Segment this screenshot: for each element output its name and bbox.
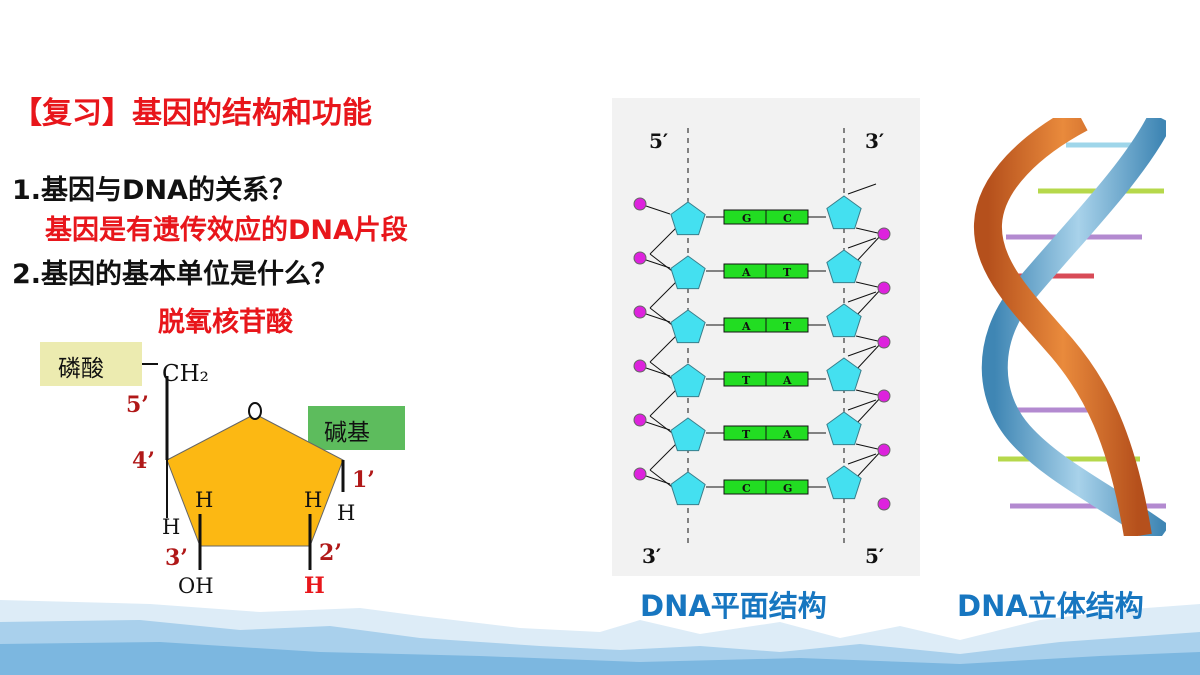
deoxyribose-left [670,201,706,236]
backbone-link-right [855,233,883,263]
phosphate-bond-right [847,237,877,249]
backbone-link-left [649,443,677,471]
dna-3d-caption: DNA立体结构 [957,589,1144,623]
deoxyribose-left [670,255,706,290]
phosphate-left [633,251,647,265]
phosphate-right [877,389,891,403]
phosphate-right [877,497,891,511]
base-right-label: A [782,374,792,387]
backbone-link-left [649,389,677,417]
h-label-c2-up: H [304,488,322,512]
phosphate-left [633,413,647,427]
phosphate-right [877,281,891,295]
phosphate-label: 磷酸 [58,356,104,382]
phosphate-left [633,359,647,373]
h-label-c3-up: H [195,488,213,512]
backbone-link-right [855,395,883,425]
dna-plane-caption: DNA平面结构 [640,589,827,623]
deoxyribose-left [670,363,706,398]
base-right-label: T [783,266,792,279]
deoxyribose-left [670,417,706,452]
top-right-end: 3′ [865,129,884,153]
base-left-label: A [741,266,751,279]
deoxyribose-pentagon [166,413,344,547]
carbon-4-label: 4’ [132,448,155,474]
top-left-end: 5′ [649,129,668,153]
backbone-link-left [649,227,677,255]
bottom-left-end: 3′ [642,544,661,568]
deoxyribose-right [826,303,862,338]
deoxyribose-left [670,309,706,344]
deoxyribose-right [826,249,862,284]
phosphate-left [633,467,647,481]
phosphate-bond-right [847,291,877,303]
phosphate-right [877,443,891,457]
base-label: 碱基 [324,420,370,446]
phosphate-right [877,227,891,241]
phosphate-left [633,197,647,211]
nucleotide-diagram: O CH₂ 5’ 4’ 3’ 2’ 1’ H H H H OH H [0,0,375,599]
phosphate-bond-right [847,183,877,195]
question-2: 2.基因的基本单位是什么？ [12,259,339,290]
phosphate-bond-right [847,453,877,465]
h-label-c2-down: H [304,573,325,599]
deoxyribose-right [826,357,862,392]
backbone-orange [973,118,1152,536]
h-label-c1: H [337,501,355,525]
base-label-box [308,406,405,450]
base-right-label: A [782,428,792,441]
base-left-label: G [742,212,751,225]
ring-oxygen-label: O [0,0,1,1]
slide-title: 【复习】基因的结构和功能 [12,96,372,131]
deoxyribose-left [670,471,706,506]
base-right-label: T [783,320,792,333]
h-label-c4: H [162,515,180,539]
backbone-link-left [649,335,677,363]
carbon-5-label: 5’ [126,392,149,418]
base-left-label: T [742,374,751,387]
dna-plane-diagram: 5′ 3′ 3′ 5′ G C A T A T T A T A C G [612,98,920,576]
base-right-label: G [783,482,792,495]
bottom-right-end: 5′ [865,544,884,568]
phosphate-bond-right [847,399,877,411]
base-left-label: A [741,320,751,333]
base-left-label: T [742,428,751,441]
bottom-wave-decoration [0,600,1200,675]
base-left-label: C [742,482,751,495]
base-right-label: C [783,212,792,225]
answer-2: 脱氧核苷酸 [158,307,293,338]
phosphate-bond-right [847,345,877,357]
backbone-link-right [855,287,883,317]
ch2-label: CH₂ [162,361,209,387]
backbone-link-left [649,281,677,309]
question-1: 1.基因与DNA的关系？ [12,175,296,206]
deoxyribose-right [826,411,862,446]
carbon-1-label: 1’ [352,467,375,493]
phosphate-right [877,335,891,349]
phosphate-label-box [40,342,142,386]
oh-label: OH [178,574,214,598]
dna-helix-illustration [966,118,1166,536]
phosphate-left [633,305,647,319]
backbone-link-right [855,449,883,479]
backbone-blue [981,118,1166,536]
answer-1: 基因是有遗传效应的DNA片段 [45,215,408,246]
carbon-3-label: 3’ [165,545,188,571]
deoxyribose-right [826,465,862,500]
deoxyribose-right [826,195,862,230]
carbon-2-label: 2’ [319,540,342,566]
backbone-link-right [855,341,883,371]
